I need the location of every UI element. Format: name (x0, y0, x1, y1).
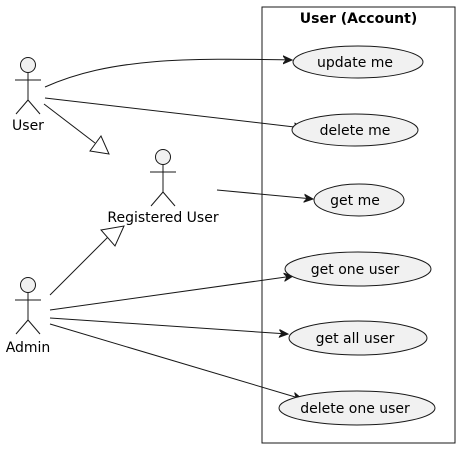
use-case-label: delete one user (300, 401, 410, 417)
use-case-get-all-user: get all user (288, 320, 428, 356)
association-registered-get-me (216, 189, 313, 199)
connectors (43, 59, 313, 399)
generalization-user-registered (43, 103, 96, 144)
actor-label: Registered User (107, 210, 218, 226)
system-boundary: User (Account) (261, 6, 456, 444)
association-user-update-me (44, 59, 292, 88)
association-user-delete-me (44, 97, 303, 128)
actor-label: User (12, 118, 44, 134)
actor-label: Admin (6, 340, 51, 356)
use-case-delete-me: delete me (291, 113, 419, 147)
generalization-arrowhead-user (89, 135, 110, 155)
use-case-label: get all user (316, 331, 395, 347)
actor-admin: Admin (6, 277, 51, 356)
stick-figure-icon (15, 277, 41, 335)
use-case-label: update me (317, 55, 393, 71)
stick-figure-icon (150, 149, 176, 207)
use-case-delete-one-user: delete one user (278, 390, 436, 426)
actor-user: User (12, 57, 44, 134)
association-admin-get-one-user (49, 276, 293, 311)
generalization-admin-registered (49, 236, 109, 296)
association-admin-get-all-user (49, 317, 288, 334)
use-case-label: get me (330, 193, 380, 209)
use-case-get-me: get me (313, 183, 405, 217)
use-case-update-me: update me (292, 45, 424, 79)
boundary-title: User (Account) (300, 11, 417, 27)
stick-figure-icon (15, 57, 41, 115)
actor-registered-user: Registered User (107, 149, 219, 226)
association-admin-delete-one-user (49, 323, 302, 399)
use-case-get-one-user: get one user (284, 251, 432, 287)
generalization-arrowhead-admin (100, 225, 125, 247)
use-case-label: delete me (320, 123, 391, 139)
use-case-label: get one user (311, 262, 400, 278)
